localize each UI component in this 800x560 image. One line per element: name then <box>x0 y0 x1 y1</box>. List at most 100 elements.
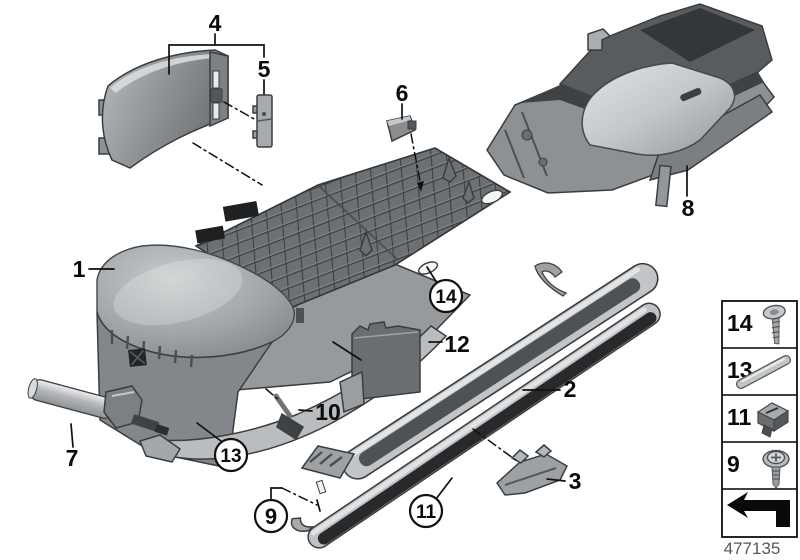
direction-arrow-icon <box>727 492 790 527</box>
part-7-bracket-edge <box>111 391 135 397</box>
part-11-under-band <box>317 312 657 545</box>
callout-2[interactable]: 2 <box>564 376 577 402</box>
leader-lines <box>70 33 688 512</box>
part-2-trim-rail <box>341 262 659 480</box>
part-10-buffer <box>273 393 305 441</box>
part-1-fin-3 <box>359 229 373 258</box>
callout-7[interactable]: 7 <box>66 445 79 471</box>
part-4-slot-2 <box>212 102 220 120</box>
callout-9[interactable]: 9 <box>265 504 277 529</box>
leader-10 <box>298 409 313 412</box>
part-12-body <box>351 321 421 401</box>
leader-13 <box>196 422 222 442</box>
part-8-hook <box>587 28 612 51</box>
dashline-2-to-3 <box>472 428 518 462</box>
part-12-latch-cover <box>339 321 421 414</box>
part-4-curved-cover-panel <box>98 49 229 169</box>
part-8-lid <box>581 62 736 156</box>
legend-number-14[interactable]: 14 <box>727 310 753 336</box>
dashline-4-to-5 <box>223 101 257 121</box>
callout-5[interactable]: 5 <box>258 56 271 82</box>
part-7-pin-tip <box>154 424 170 436</box>
part-8-screw-boss-1 <box>521 129 533 141</box>
callout-circle-11[interactable] <box>408 493 444 529</box>
part-4-slot-1 <box>212 70 220 89</box>
part-2-highlight <box>347 267 640 459</box>
part-8-bracket-strip <box>655 164 672 208</box>
part-3-tab-2 <box>534 444 553 458</box>
part-11-end-hook <box>290 517 315 532</box>
legend-row-13[interactable]: 13 <box>727 355 791 389</box>
legend-number-11[interactable]: 11 <box>727 404 752 430</box>
part-11-lower-trim <box>290 302 661 549</box>
part-11-mount-bracket <box>300 445 356 495</box>
leader-14 <box>426 266 438 284</box>
part-8-rib-2 <box>504 129 525 179</box>
part-3-body <box>496 453 568 496</box>
legend-row-direction <box>727 492 790 527</box>
leader-3 <box>546 478 566 482</box>
callout-circle-14[interactable] <box>428 278 464 314</box>
part-1-foot-hook <box>138 434 182 463</box>
callout-1[interactable]: 1 <box>73 256 86 282</box>
part-1-grid-slot-2 <box>195 225 226 244</box>
legend-row-9[interactable]: 9 <box>727 449 790 489</box>
part-8-back-dark <box>640 8 755 62</box>
part-8-screw-boss-2 <box>538 157 548 167</box>
legend-number-9[interactable]: 9 <box>727 451 740 477</box>
part-1-face-hatches <box>110 330 194 368</box>
leader-11 <box>435 477 453 500</box>
part-2-channel <box>358 278 641 467</box>
callout-12[interactable]: 12 <box>444 331 470 357</box>
callout-10[interactable]: 10 <box>315 399 341 425</box>
callout-circle-13[interactable] <box>213 437 249 473</box>
dashline-9 <box>281 487 318 506</box>
callout-11[interactable]: 11 <box>416 502 437 523</box>
dashline-10 <box>265 388 280 401</box>
part-1-dome-highlight <box>113 258 243 326</box>
legend-row-14[interactable]: 14 <box>727 304 791 346</box>
part-8-lid-slot <box>680 87 702 102</box>
leader-12-body <box>332 341 362 361</box>
part-2-end-hook <box>534 262 568 297</box>
part-5-seam <box>256 118 273 122</box>
part-6-top-face <box>387 116 411 126</box>
part-12-top-edge <box>353 331 419 339</box>
spring-clip-icon <box>756 402 790 438</box>
part-3-seam <box>504 467 557 486</box>
callout-14[interactable]: 14 <box>435 287 457 308</box>
part-1-fin-2 <box>462 179 475 205</box>
part-1-oval-slot-upper <box>481 189 503 205</box>
part-5-mounting-plate <box>252 94 273 148</box>
dashline-4-to-body <box>192 142 263 186</box>
part-7-pin <box>131 414 160 432</box>
part-1-grid-seam <box>319 186 399 261</box>
part-1-fin-1 <box>442 155 457 183</box>
part-5-hole <box>262 112 266 116</box>
part-1-carrier-body <box>96 147 512 469</box>
legend-row-11[interactable]: 11 <box>727 402 790 438</box>
part-12-flange <box>339 370 365 414</box>
callout-6[interactable]: 6 <box>396 80 409 106</box>
dashline-6-arrowhead <box>417 181 424 192</box>
callout-4[interactable]: 4 <box>209 10 222 36</box>
leader-4-bracket <box>168 33 265 75</box>
part-10-cone <box>276 412 305 441</box>
callout-circle-9[interactable] <box>253 498 289 534</box>
part-8-lower-box <box>648 94 774 182</box>
part-11-highlight <box>310 307 647 536</box>
part-8-assembled-glovebox <box>486 3 775 208</box>
legend-table: 14 13 11 <box>721 300 798 538</box>
callout-3[interactable]: 3 <box>569 468 582 494</box>
part-6-latch <box>407 120 417 130</box>
part-1-grid-slot-1 <box>222 200 259 222</box>
part-4-block <box>210 88 223 103</box>
callout-13[interactable]: 13 <box>220 446 241 467</box>
part-1-peg-2 <box>296 308 304 323</box>
callout-8[interactable]: 8 <box>682 195 695 221</box>
part-3-end-bracket <box>496 444 568 496</box>
washer-screw-icon <box>762 449 790 489</box>
drawing-number: 477135 <box>724 539 781 558</box>
